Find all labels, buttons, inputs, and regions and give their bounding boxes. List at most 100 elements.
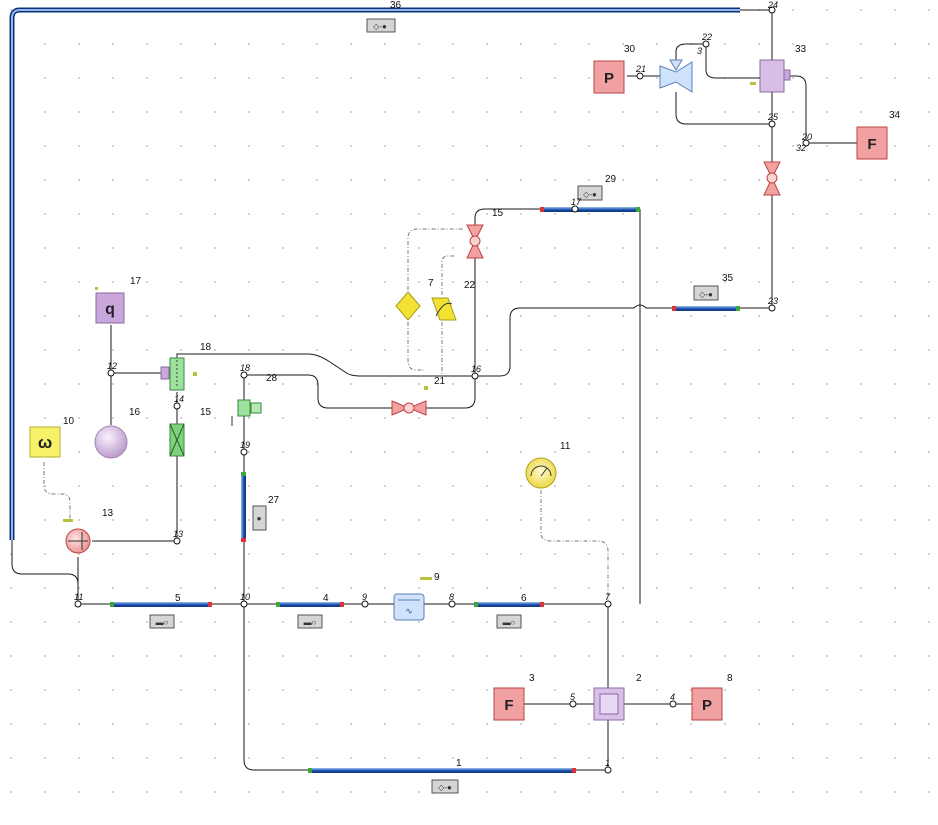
heat-source-17-port [95,287,98,290]
node-18[interactable]: 18 [240,363,250,379]
junction-block-2-inner [599,693,619,715]
heat-source-17[interactable]: q 17 [95,276,142,324]
node-15-label: 15 [492,208,504,219]
sensor-11[interactable]: 11 [525,441,571,489]
pressure-source-8-box [691,687,723,721]
node-8-label: 8 [449,592,454,602]
heat-exchanger-18-port [160,366,170,380]
node-14-label: 14 [174,394,184,404]
node-13[interactable]: 13 [173,529,183,545]
signal-curve7-valve20 [441,255,456,295]
node-16[interactable]: 16 [471,364,481,380]
node-10[interactable]: 10 [240,592,250,608]
node-21[interactable]: 21 [635,64,646,80]
node-14[interactable]: 14 [173,394,184,410]
node-12[interactable]: 12 [107,361,117,377]
pipe-6-badge-glyph: ▬○ [503,618,516,627]
node-12-label: 12 [107,361,117,371]
accumulator-9[interactable]: ∿ 9 [393,572,440,621]
signal-sensor11-node7 [540,490,609,604]
speed-source-10-box [29,426,61,458]
pipe-6-shape [474,602,544,607]
speed-source-10[interactable]: ω 10 [29,416,75,458]
pipe-4-port-b [340,602,344,607]
node-5[interactable]: 5 [569,692,577,708]
node-24-label: 24 [767,0,778,10]
splitter-3[interactable] [659,59,693,93]
force-source-34[interactable]: F 34 [856,110,901,160]
line-motor21-node15 [426,376,476,409]
label-comp-11: 11 [560,441,571,452]
sensor-11-body [525,457,557,489]
node-3-label: 3 [697,46,702,56]
valve-28-actuator [250,402,262,414]
pipe-27-port-a [241,472,246,476]
pipe-4: ▬○ 4 [276,593,344,629]
label-comp-4: 4 [323,593,329,604]
label-comp-8: 8 [727,673,733,684]
node-20[interactable]: 20 [801,132,812,147]
pressure-source-30-box [593,60,625,94]
pipe-1-shape [308,768,576,773]
thermal-mass-16[interactable]: 16 [94,407,141,459]
node-7[interactable]: 7 [604,592,612,608]
node-1[interactable]: 1 [604,758,612,774]
valve-28[interactable]: 28 [231,373,278,426]
pipe-27-badge [252,505,267,531]
node-21-label: 21 [635,64,646,74]
node-24[interactable]: 24 [767,0,778,14]
node-20-label: 20 [801,132,812,142]
pipe-1-badge [431,779,459,794]
node-4[interactable]: 4 [669,692,677,708]
node-17-label: 17 [571,197,582,207]
label-comp-28: 28 [266,373,278,384]
pipe-29: ◇-● 29 [540,174,640,212]
pipe-35-badge-glyph: ◇-● [699,290,713,299]
node-15: 15 [492,208,504,219]
node-8[interactable]: 8 [448,592,456,608]
valve-top[interactable] [763,161,781,196]
node-9[interactable]: 9 [361,592,369,608]
pump-13[interactable]: 13 [63,508,114,554]
valve-top-hub [766,172,778,184]
pump-13-port [63,519,73,522]
node-11[interactable]: 11 [74,592,83,608]
node-22[interactable]: 22 [701,32,712,48]
junction-block-33-body [759,59,785,93]
motor-21[interactable]: 21 [391,376,446,416]
pipe-36-badge-glyph: ◇-● [373,22,387,31]
pressure-source-8-symbol: P [702,697,712,714]
valve-28-body [237,399,251,417]
heat-source-17-box [95,292,125,324]
heat-exchanger-18[interactable]: 18 [160,342,212,391]
pressure-source-8[interactable]: P 8 [691,673,733,721]
valve-top-upper [763,161,781,180]
pipe-6: ▬○ 6 [474,593,544,629]
label-comp-1: 1 [456,758,462,769]
curve-block-7[interactable]: 7 [428,278,457,321]
node-23[interactable]: 23 [767,296,778,312]
curve-block-7-curve [435,302,453,317]
node-17[interactable]: 17 [571,197,582,213]
force-source-3[interactable]: F 3 [493,673,535,721]
label-comp-33: 33 [795,44,807,55]
valve-15[interactable]: 15 [169,407,212,457]
line-node18-motor21 [244,374,392,409]
motor-21-hub [403,402,415,414]
sensor-11-needle [540,467,548,477]
signal-omega-pump13 [43,462,71,520]
switch-diamond[interactable] [395,291,421,321]
junction-block-2[interactable]: 2 [593,673,642,721]
label-comp-15: 15 [200,407,212,418]
pipe-5-badge [149,614,175,629]
junction-block-33[interactable]: 33 [750,44,807,93]
motor-21-port [424,386,428,390]
node-23-label: 23 [767,296,778,306]
node-19[interactable]: 19 [240,440,250,456]
valve-22[interactable]: 22 [464,224,484,291]
label-comp-21: 21 [434,376,446,387]
pipe-35-badge [693,285,719,301]
pressure-source-30[interactable]: P 30 [593,44,636,94]
node-25[interactable]: 25 [767,112,779,128]
